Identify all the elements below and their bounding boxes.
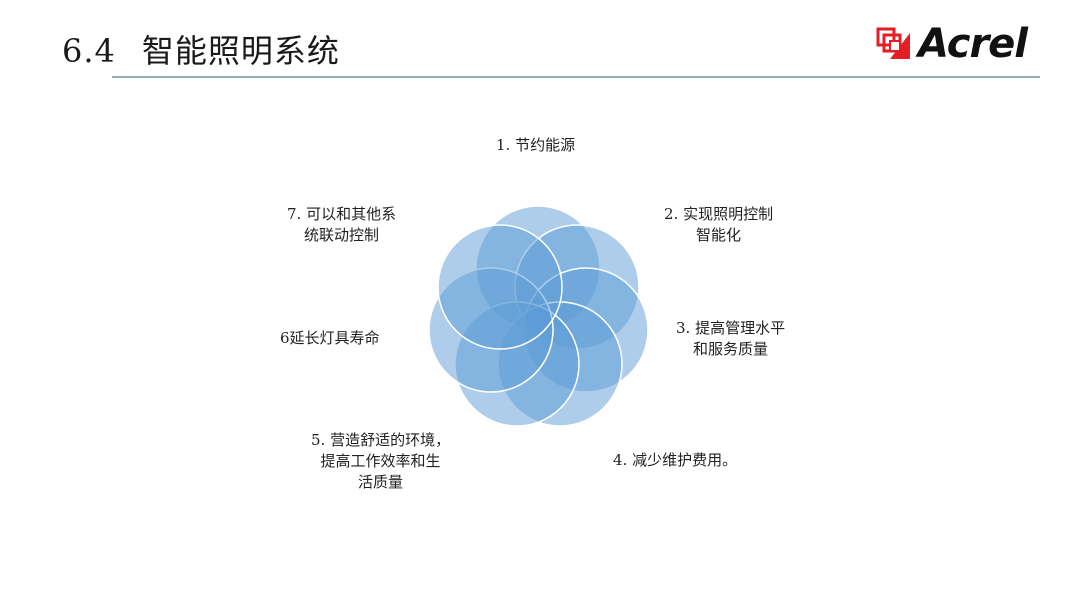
- item-2-line-1: 2. 实现照明控制: [664, 205, 774, 223]
- section-number: 6.4: [62, 32, 116, 70]
- item-5-line-1: 5. 营造舒适的环境，: [311, 431, 451, 449]
- petal-circle-7: [437, 224, 563, 350]
- item-3-line-1: 3. 提高管理水平: [676, 319, 786, 337]
- item-5-label: 5. 营造舒适的环境， 提高工作效率和生 活质量: [311, 430, 450, 493]
- item-7-label: 7. 可以和其他系 统联动控制: [287, 204, 396, 246]
- section-title: 智能照明系统: [141, 32, 340, 70]
- logo-text: Acrel: [918, 21, 1028, 67]
- acrel-logo: Acrel: [876, 21, 1028, 67]
- item-5-line-2: 提高工作效率和生: [320, 452, 441, 470]
- item-1-line-1: 1. 节约能源: [496, 136, 576, 154]
- item-4-label: 4. 减少维护费用。: [613, 450, 737, 471]
- page-title: 6.4 智能照明系统: [62, 26, 340, 72]
- item-3-line-2: 和服务质量: [693, 340, 769, 358]
- item-7-line-1: 7. 可以和其他系: [287, 205, 397, 223]
- item-6-line-1: 6延长灯具寿命: [280, 329, 380, 347]
- logo-mark-icon: [876, 27, 910, 59]
- item-5-line-3: 活质量: [358, 473, 404, 491]
- item-1-label: 1. 节约能源: [496, 135, 575, 156]
- header-divider: [112, 76, 1040, 78]
- item-2-label: 2. 实现照明控制 智能化: [664, 204, 773, 246]
- item-6-label: 6延长灯具寿命: [280, 328, 380, 349]
- item-3-label: 3. 提高管理水平 和服务质量: [676, 318, 785, 360]
- item-2-line-2: 智能化: [696, 226, 742, 244]
- item-7-line-2: 统联动控制: [304, 226, 380, 244]
- item-4-line-1: 4. 减少维护费用。: [613, 451, 738, 469]
